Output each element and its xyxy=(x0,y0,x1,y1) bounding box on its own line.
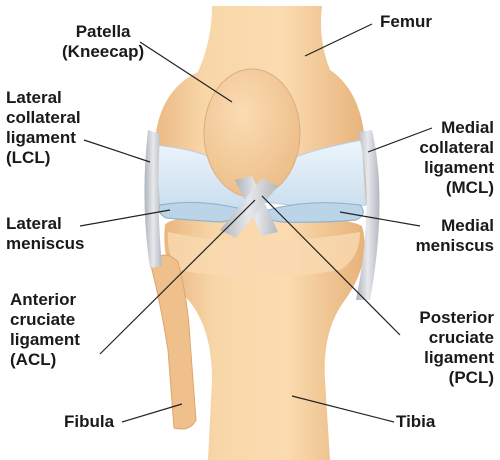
label-pcl: Posterior cruciate ligament (PCL) xyxy=(419,308,494,387)
acl-shape xyxy=(220,178,278,238)
leader-acl xyxy=(99,199,256,355)
leader-medial-meniscus xyxy=(339,211,421,227)
tibial-plateau xyxy=(167,232,360,278)
label-patella: Patella (Kneecap) xyxy=(62,22,145,61)
leader-patella xyxy=(139,41,233,103)
label-tibia: Tibia xyxy=(396,412,436,431)
medial-meniscus-shape xyxy=(261,202,364,223)
label-acl: Anterior cruciate ligament (ACL) xyxy=(10,290,80,369)
label-mcl: Medial collateral ligament (MCL) xyxy=(419,118,494,197)
leader-lateral-meniscus xyxy=(79,209,171,227)
leader-lcl xyxy=(83,139,151,163)
fibula-bone xyxy=(149,254,197,430)
label-fibula: Fibula xyxy=(64,412,115,431)
label-medial-meniscus: Medial meniscus xyxy=(415,216,494,255)
leader-tibia xyxy=(291,395,395,423)
mcl-shape xyxy=(356,130,380,300)
leader-lines xyxy=(79,23,433,423)
label-lateral-meniscus: Lateral meniscus xyxy=(6,214,85,253)
label-lcl: Lateral collateral ligament (LCL) xyxy=(6,88,81,167)
lateral-meniscus-shape xyxy=(158,201,246,223)
leader-fibula xyxy=(121,403,183,423)
leader-mcl xyxy=(367,127,433,153)
leader-femur xyxy=(304,23,373,57)
tibia-bone xyxy=(164,214,365,460)
leader-pcl xyxy=(261,195,401,336)
lcl-shape xyxy=(144,130,162,268)
label-femur: Femur xyxy=(380,12,432,31)
